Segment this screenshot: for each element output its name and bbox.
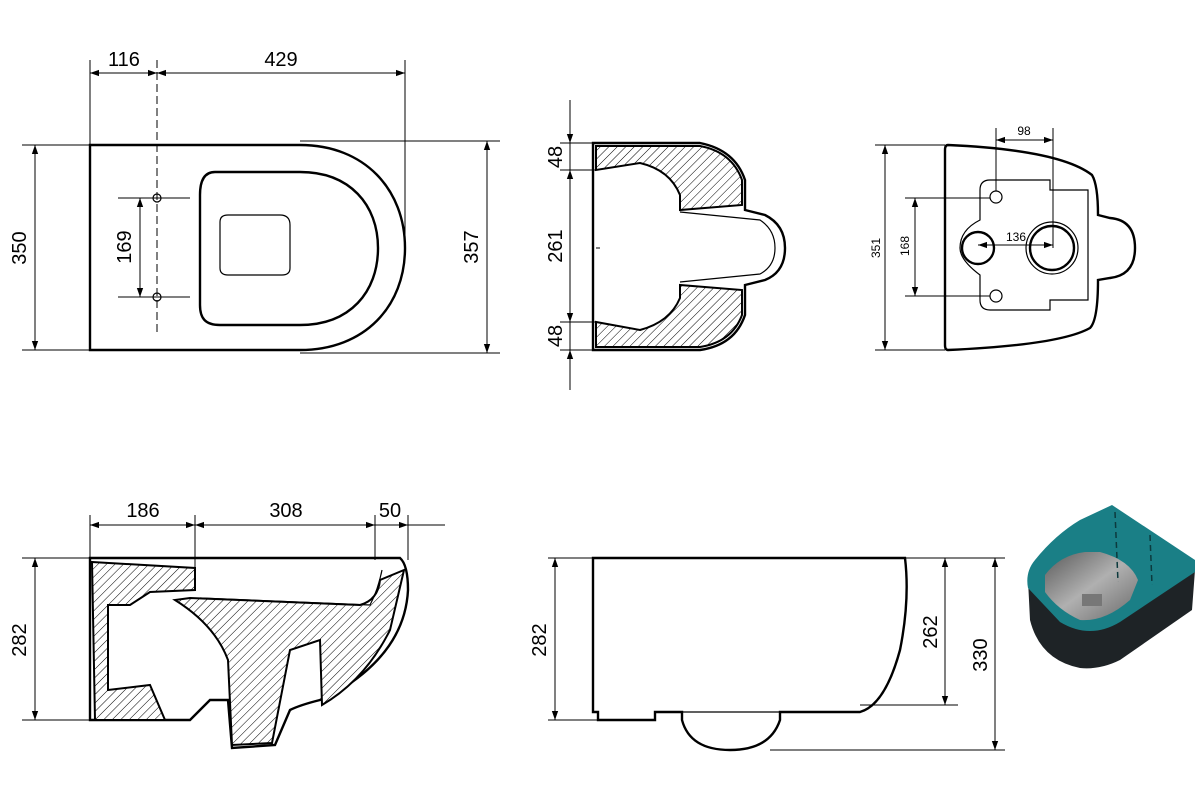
side-view-outline	[591, 556, 908, 752]
side-view: 282 262 330	[529, 556, 1005, 752]
dim-bolt-spacing: 168	[898, 236, 912, 256]
rear-view-outline	[943, 143, 1137, 352]
dim-pipe-spacing: 136	[1006, 230, 1026, 244]
dim-top-wall: 48	[545, 146, 567, 168]
bowl-outlet	[219, 214, 291, 276]
side-section-outline	[88, 556, 410, 750]
dim-bottom-wall: 48	[545, 325, 567, 347]
dim-height: 351	[869, 238, 883, 258]
side-section-view: 186 308 50 282	[9, 500, 445, 750]
dim-height: 282	[529, 623, 551, 656]
rear-section-outline	[591, 141, 787, 352]
bolt-hole-icon	[989, 289, 1003, 303]
dim-overall-height: 330	[970, 638, 992, 671]
mounting-plate	[959, 179, 1089, 311]
top-view-outline	[88, 143, 407, 352]
top-view: 116 429 350 169 357	[9, 49, 500, 354]
dim-front-overhang: 116	[108, 49, 140, 71]
dim-length: 429	[264, 49, 297, 71]
dim-rear: 186	[126, 500, 159, 522]
dim-middle: 261	[545, 229, 567, 262]
outlet-pipe-icon	[1028, 224, 1076, 272]
rear-view: 98 351 168 136	[869, 124, 1137, 352]
dim-width: 350	[9, 231, 31, 264]
dim-height: 282	[9, 623, 31, 656]
dim-fixing-spacing: 169	[114, 230, 136, 263]
dim-rim-height: 262	[920, 615, 942, 648]
seat-opening	[198, 170, 380, 327]
render-3d	[1027, 505, 1195, 669]
bolt-hole-icon	[989, 190, 1003, 204]
dim-front: 50	[379, 500, 401, 522]
dim-overall-width: 357	[461, 230, 483, 263]
dim-middle: 308	[269, 500, 302, 522]
inlet-pipe-icon	[960, 230, 996, 266]
dim-offset: 98	[1017, 124, 1031, 138]
rear-section-view: 48 261 48	[545, 100, 787, 390]
